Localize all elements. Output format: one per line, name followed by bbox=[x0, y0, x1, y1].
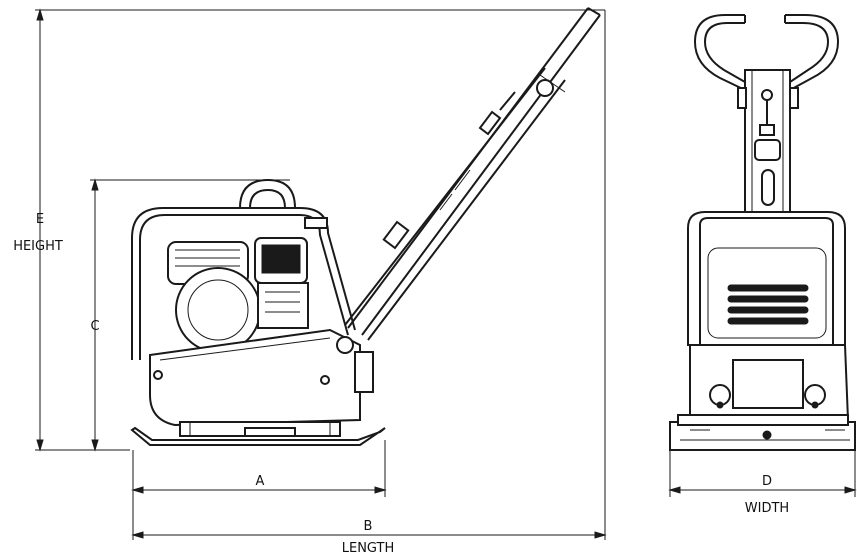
dim-b-letter: B bbox=[364, 519, 373, 534]
front-body bbox=[687, 211, 846, 346]
dim-e-label: HEIGHT bbox=[13, 239, 63, 254]
front-base-plate bbox=[669, 414, 856, 451]
dim-e-letter: E bbox=[36, 212, 44, 227]
side-housing bbox=[149, 328, 374, 427]
dim-c-letter: C bbox=[90, 319, 99, 334]
side-base-plate bbox=[130, 421, 386, 446]
front-lower-housing bbox=[689, 344, 850, 421]
front-vent-slots bbox=[727, 284, 809, 325]
dimension-labels: E HEIGHT C A B LENGTH D WIDTH bbox=[13, 212, 789, 555]
side-view-compactor bbox=[130, 7, 601, 446]
front-view-compactor bbox=[669, 14, 856, 451]
dim-a-letter: A bbox=[256, 474, 265, 489]
side-handle bbox=[344, 7, 601, 341]
front-handle bbox=[693, 14, 840, 91]
front-column bbox=[737, 69, 799, 216]
dim-b-label: LENGTH bbox=[342, 541, 395, 555]
side-engine bbox=[167, 217, 328, 353]
dimension-lines bbox=[35, 8, 857, 540]
dim-d-letter: D bbox=[762, 474, 772, 489]
dim-d-label: WIDTH bbox=[745, 501, 789, 516]
